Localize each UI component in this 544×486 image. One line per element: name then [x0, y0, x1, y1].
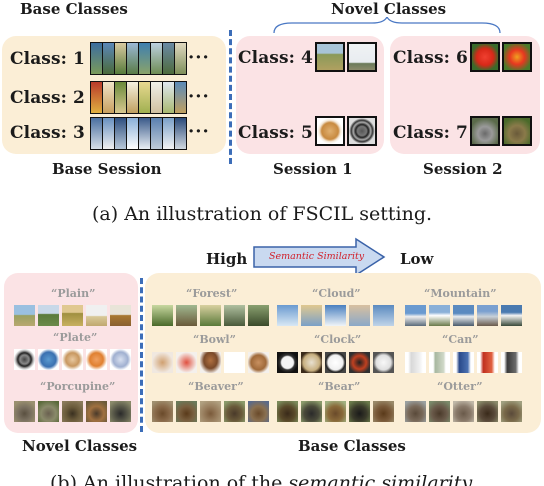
novel-base-divider	[140, 278, 143, 432]
base-class-2-label: Class: 2	[10, 88, 85, 108]
base-can-images	[405, 352, 522, 373]
semantic-similarity-arrow	[253, 237, 386, 277]
base-class-3-images	[90, 117, 187, 150]
class-6-image-1	[470, 42, 500, 72]
novel-class-label: “Porcupine”	[40, 380, 116, 393]
class-6-image-2	[502, 42, 532, 72]
base-classes-footer: Base Classes	[298, 437, 406, 455]
novel-plate-images	[14, 349, 131, 370]
base-class-label: “Bowl”	[193, 333, 236, 346]
class-4-image-1	[315, 42, 345, 72]
novel-class-label: “Plate”	[53, 331, 98, 344]
session-1-class-5-label: Class: 5	[238, 123, 313, 143]
novel-porcupine-images	[14, 401, 131, 422]
base-class-1-images	[90, 42, 187, 75]
high-label: High	[206, 250, 248, 268]
novel-classes-footer: Novel Classes	[22, 437, 138, 455]
base-class-label: “Bear”	[318, 380, 361, 393]
base-class-1-ellipsis: ···	[188, 47, 210, 68]
base-bear-images	[277, 401, 394, 422]
session-1-class-4-label: Class: 4	[238, 48, 313, 68]
base-class-label: “Can”	[442, 333, 479, 346]
base-beaver-images	[152, 401, 269, 422]
base-class-3-label: Class: 3	[10, 123, 85, 143]
base-class-label: “Cloud”	[312, 287, 361, 300]
class-4-image-2	[347, 42, 377, 72]
base-classes-header: Base Classes	[20, 0, 128, 18]
session-2-label: Session 2	[423, 160, 503, 178]
class-5-image-2	[347, 116, 377, 146]
base-class-label: “Otter”	[437, 380, 483, 393]
low-label: Low	[400, 250, 434, 268]
session-2-class-6-label: Class: 6	[393, 48, 468, 68]
base-class-3-ellipsis: ···	[188, 121, 210, 142]
base-class-1-label: Class: 1	[10, 49, 85, 69]
base-class-2-images	[90, 81, 187, 114]
class-7-image-1	[470, 116, 500, 146]
caption-b-italic: semantic similarity.	[288, 472, 476, 486]
caption-b-prefix: (b) An illustration of the	[50, 472, 289, 486]
base-cloud-images	[277, 305, 394, 326]
class-7-image-2	[502, 116, 532, 146]
caption-a: (a) An illustration of FSCIL setting.	[92, 203, 433, 225]
base-class-2-ellipsis: ···	[188, 86, 210, 107]
class-5-image-1	[315, 116, 345, 146]
session-1-label: Session 1	[273, 160, 353, 178]
base-bowl-images	[152, 352, 269, 373]
session-divider	[229, 30, 232, 164]
base-clock-images	[277, 352, 394, 373]
base-class-label: “Clock”	[314, 333, 362, 346]
novel-class-label: “Plain”	[51, 287, 96, 300]
base-mountain-images	[405, 305, 522, 326]
base-class-label: “Mountain”	[424, 287, 497, 300]
novel-classes-header: Novel Classes	[331, 0, 447, 18]
base-class-label: “Beaver”	[188, 380, 244, 393]
novel-plain-images	[14, 305, 131, 326]
novel-classes-brace	[273, 17, 501, 34]
caption-b: (b) An illustration of the semantic simi…	[50, 472, 476, 486]
base-otter-images	[405, 401, 522, 422]
base-class-label: “Forest”	[186, 287, 238, 300]
arrow-label: Semantic Similarity	[269, 251, 365, 262]
base-forest-images	[152, 305, 269, 326]
session-2-class-7-label: Class: 7	[393, 123, 468, 143]
base-session-label: Base Session	[52, 160, 162, 178]
